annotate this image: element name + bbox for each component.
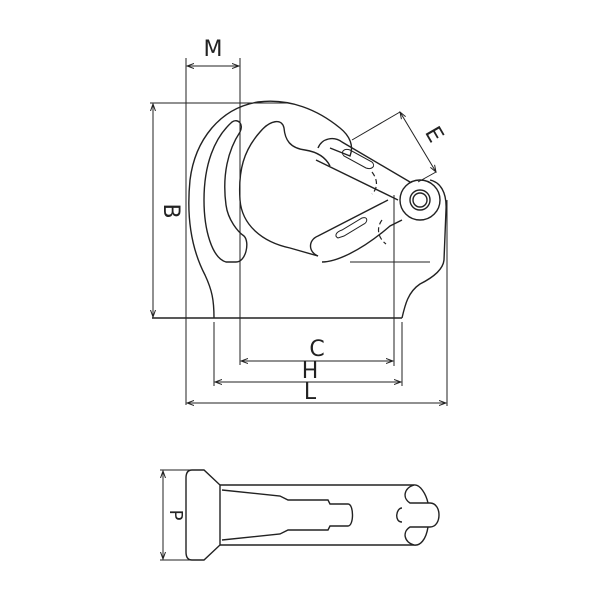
dim-label-b: B — [158, 203, 183, 218]
dim-label-c: C — [309, 337, 324, 362]
gate-taper — [221, 489, 354, 541]
head-end — [185, 469, 221, 561]
hinge-pin-inner — [412, 192, 428, 208]
top-view: P — [160, 469, 440, 561]
gate-upper-hidden — [371, 171, 378, 195]
gate-upper-lower-edge — [315, 159, 399, 201]
gate-upper-slot — [341, 149, 375, 169]
throat-lower — [239, 199, 319, 257]
latch-lower — [309, 199, 389, 257]
hinge-knob — [413, 484, 429, 504]
e-ext-1 — [351, 111, 401, 141]
dim-label-l: L — [304, 380, 317, 405]
dim-label-p: P — [165, 510, 186, 521]
side-view: M B E C H L — [150, 37, 448, 406]
e-ext-2 — [417, 171, 437, 183]
e-dim-line — [400, 112, 436, 172]
latch-lower-bottom — [321, 219, 403, 263]
hook-body-outline — [188, 100, 353, 319]
hinge-end — [404, 484, 440, 546]
dim-label-m: M — [204, 37, 223, 62]
gate-upper — [317, 137, 411, 183]
hinge-pin-outer — [409, 189, 431, 211]
pin-nub — [396, 507, 403, 523]
latch-lower-slot — [335, 217, 368, 239]
hinge-boss — [399, 179, 441, 221]
hook-nose — [401, 179, 447, 319]
latch-lower-hidden — [377, 219, 387, 245]
dim-label-h: H — [302, 359, 319, 384]
dim-label-e: E — [419, 122, 448, 147]
throat-outline — [238, 121, 331, 201]
